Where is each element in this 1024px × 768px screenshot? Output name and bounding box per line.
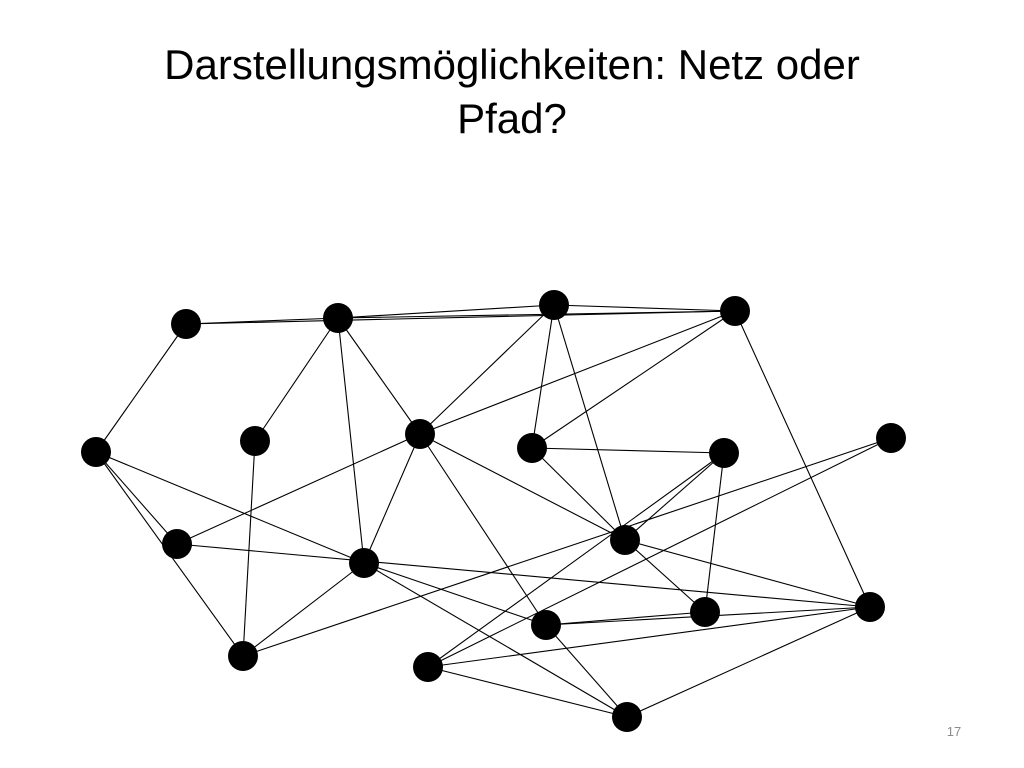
node-4 — [720, 296, 750, 326]
slide-title-line-2: Pfad? — [457, 95, 567, 142]
edge-n11-n16 — [363, 562, 628, 718]
node-11 — [349, 548, 379, 578]
node-9 — [162, 529, 192, 559]
edge-n1-n5 — [95, 323, 187, 453]
node-17 — [709, 438, 739, 468]
node-7 — [405, 419, 435, 449]
edge-n16-n19 — [427, 666, 628, 718]
slide-title: Darstellungsmöglichkeiten: Netz oder Pfa… — [112, 38, 912, 146]
edge-n7-n9 — [176, 433, 421, 545]
edge-n15-n18 — [545, 611, 706, 626]
nodes-layer — [81, 290, 906, 732]
edge-n7-n15 — [419, 433, 547, 626]
edge-n8-n17 — [531, 447, 725, 454]
edge-n17-n18 — [704, 452, 725, 613]
edge-n5-n11 — [95, 451, 365, 564]
node-13 — [855, 592, 885, 622]
node-19 — [413, 652, 443, 682]
edge-n15-n16 — [545, 624, 628, 718]
edge-n2-n3 — [337, 304, 555, 319]
edge-n13-n16 — [626, 606, 871, 718]
page-number: 17 — [946, 724, 962, 739]
edge-n3-n8 — [531, 304, 555, 449]
edge-n12-n17 — [624, 452, 725, 541]
edge-n5-n9 — [95, 451, 178, 545]
edge-n7-n12 — [419, 433, 626, 541]
node-14 — [876, 423, 906, 453]
edge-n2-n6 — [254, 317, 339, 442]
edge-n14-n19 — [427, 437, 892, 668]
edge-n17-n19 — [427, 452, 725, 668]
edge-n2-n4 — [337, 310, 736, 319]
edge-n3-n12 — [553, 304, 626, 541]
node-12 — [610, 525, 640, 555]
node-15 — [531, 610, 561, 640]
edge-n9-n13 — [176, 543, 871, 608]
node-6 — [240, 426, 270, 456]
node-1 — [171, 309, 201, 339]
edges-layer — [95, 304, 892, 718]
edge-n4-n13 — [734, 310, 871, 608]
node-2 — [323, 303, 353, 333]
edge-n8-n12 — [531, 447, 626, 541]
node-16 — [612, 702, 642, 732]
edge-n11-n15 — [363, 562, 547, 626]
node-8 — [517, 433, 547, 463]
edge-n12-n18 — [624, 539, 706, 613]
edge-n10-n11 — [242, 562, 365, 657]
edge-n2-n11 — [337, 317, 365, 564]
edge-n12-n13 — [624, 539, 871, 608]
edge-n4-n7 — [419, 310, 736, 435]
edge-n1-n4 — [185, 310, 736, 325]
edge-n7-n11 — [363, 433, 421, 564]
edge-n3-n4 — [553, 304, 736, 312]
node-3 — [539, 290, 569, 320]
node-5 — [81, 437, 111, 467]
edge-n6-n10 — [242, 440, 256, 657]
node-10 — [228, 641, 258, 671]
node-18 — [690, 597, 720, 627]
edge-n4-n8 — [531, 310, 736, 449]
edge-n3-n7 — [419, 304, 555, 435]
slide-title-line-1: Darstellungsmöglichkeiten: Netz oder — [164, 41, 860, 88]
edge-n2-n7 — [337, 317, 421, 435]
edge-n13-n19 — [427, 606, 871, 668]
edge-n10-n14 — [242, 437, 892, 657]
